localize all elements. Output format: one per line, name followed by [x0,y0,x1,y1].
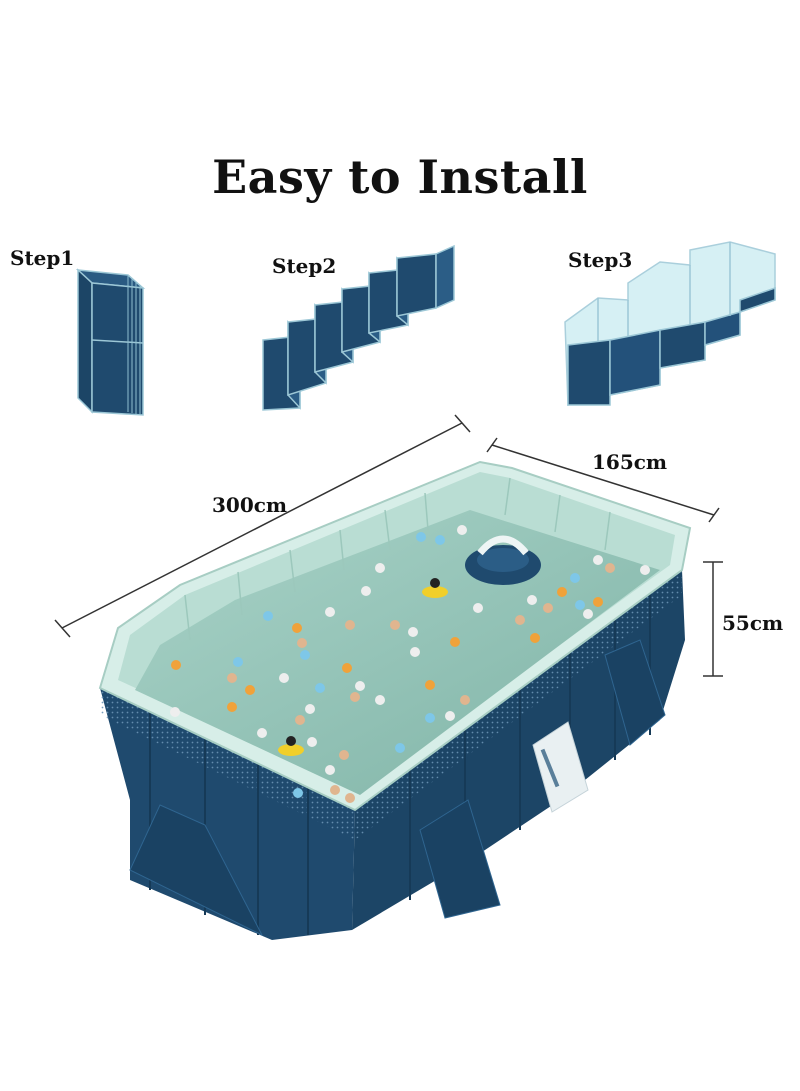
step2-label: Step2 [272,254,337,278]
inner-panel-seams [184,477,611,641]
step1-folded-stack [75,268,146,416]
page-title: Easy to Install [212,150,588,204]
product-label-plate [532,721,589,813]
step3-label: Step3 [568,248,633,272]
step3-panels [564,241,776,406]
length-dimension-line [61,422,463,629]
pool-water [135,510,660,795]
width-dimension-line [491,444,715,516]
floating-speaker [465,535,541,585]
pool-outer-wall [100,570,685,940]
width-label: 165cm [592,450,668,474]
ocean-balls [170,525,650,803]
height-label: 55cm [722,611,784,635]
step2-zigzag-panels [262,244,455,411]
rubber-duck [422,578,448,598]
length-label: 300cm [212,493,288,517]
step1-label: Step1 [10,246,75,270]
rubber-duck [278,736,304,756]
